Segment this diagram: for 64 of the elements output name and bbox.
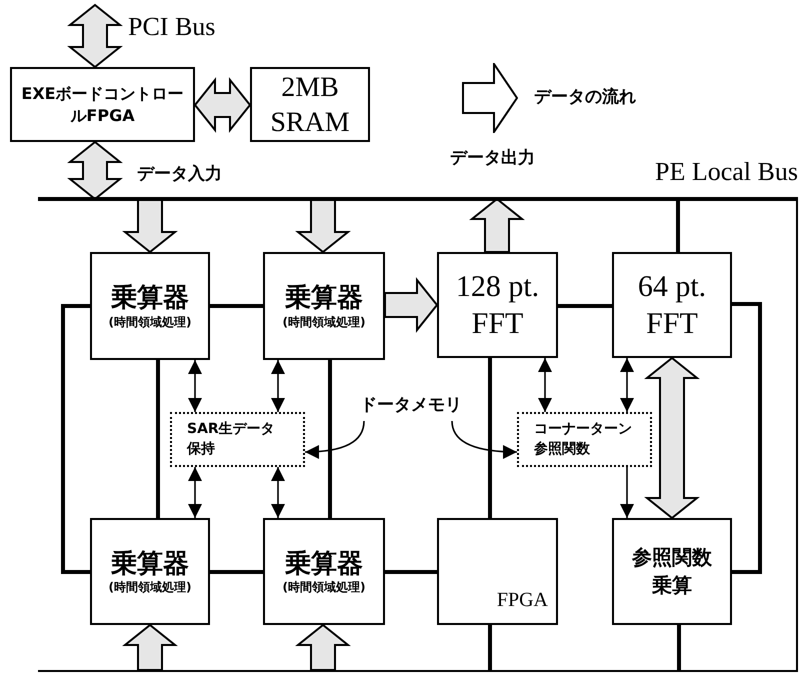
connector-line [676,199,680,252]
edge-label: データ入力 [137,166,222,183]
box-title: 2MB SRAM [269,70,351,140]
connector-line [61,304,90,574]
box-title: 64 pt. FFT [636,268,708,342]
arrow [620,358,634,412]
connector-line [488,358,492,518]
arrow [538,358,552,412]
process-box [437,518,558,625]
box-title: 参照関数乗算 [630,544,713,598]
curved-arrow [451,420,518,459]
edge-label: PCI Bus [128,14,216,40]
block-arrow [194,77,252,133]
box-title: SAR生データ保持 [187,420,276,458]
arrow [188,360,202,412]
process-box [90,518,210,625]
block-arrow [67,4,123,68]
edge-label: データ出力 [450,150,535,167]
box-title: 乗算器 [285,548,363,580]
connector-line [488,625,492,670]
bus-line [38,197,798,672]
process-box [90,252,210,360]
connector-line [385,570,437,574]
connector-line [210,570,263,574]
box-title: 乗算器 [111,282,189,315]
process-box [612,252,732,358]
arrow [271,467,285,518]
connector-line [210,304,263,308]
box-title: FPGA [496,588,548,613]
arrow [271,360,285,412]
connector-line [328,360,332,518]
block-arrow [122,198,178,254]
process-box [437,252,558,358]
block-arrow [295,198,351,254]
connector-line [732,302,762,574]
box-subtitle: (時間領域処理) [282,580,366,596]
box-title: 128 pt. FFT [454,268,540,342]
connector-line [677,625,681,670]
process-box [250,67,370,142]
box-subtitle: (時間領域処理) [108,580,192,596]
block-arrow [384,277,438,333]
bus-label: PE Local Bus [655,159,798,185]
legend-label: データの流れ [534,86,636,110]
block-arrow [644,356,700,520]
annotation-text: ドータメモリ [352,397,470,414]
box-title: 乗算器 [285,282,363,315]
box-subtitle: (時間領域処理) [108,314,192,330]
connector-line [558,304,612,308]
process-box [612,518,732,625]
box-title: 乗算器 [111,548,189,580]
curved-arrow [304,420,365,459]
box-subtitle: (時間領域処理) [282,314,366,330]
memory-box [170,412,305,467]
memory-box [517,412,652,467]
arrow [188,467,202,518]
block-arrow [122,624,178,671]
box-title: EXEボードコントロールFPGA [20,82,185,126]
process-box [10,67,195,142]
block-arrow [295,624,351,671]
arrow [620,467,634,518]
connector-line [156,360,160,518]
process-box [263,252,385,360]
process-box [263,518,385,625]
box-title: コーナーターン参照関数 [534,420,633,458]
